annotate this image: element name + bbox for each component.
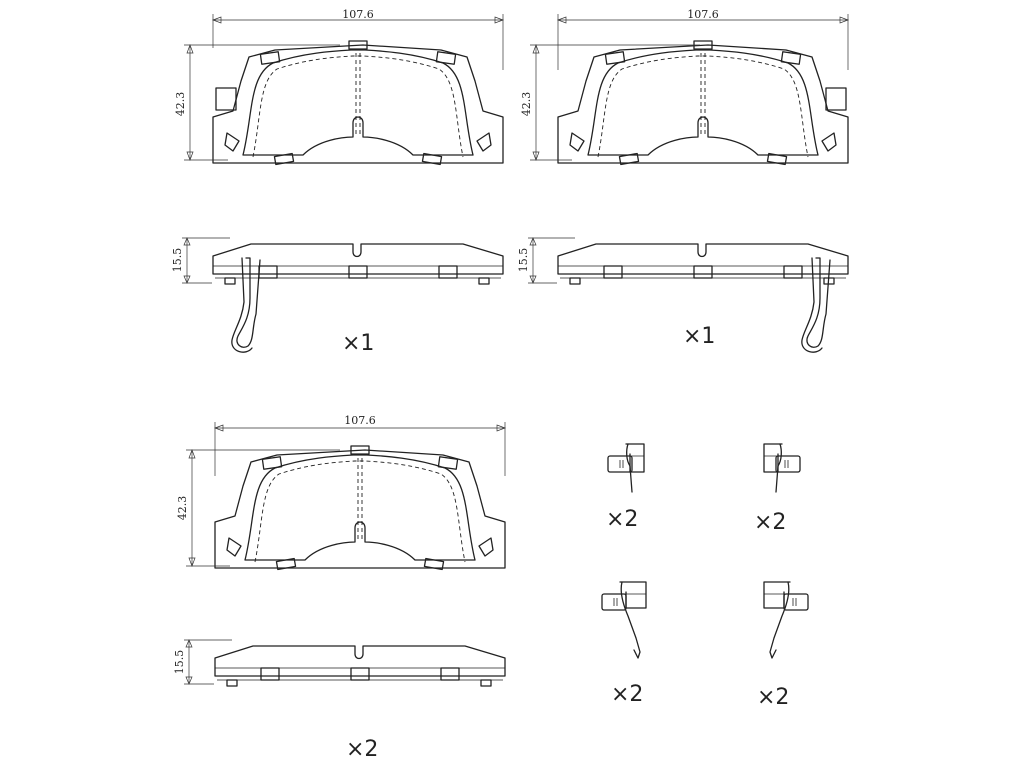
dim-height-label: 42.3 <box>176 496 189 521</box>
pad-side-view-top-left: 15.5 <box>171 237 504 353</box>
clip-c-illustration <box>601 581 647 659</box>
qty-label-pad-bottom: ×2 <box>346 737 378 762</box>
qty-label-clip-d: ×2 <box>757 685 789 710</box>
dim-height-label: 42.3 <box>174 92 187 117</box>
wear-indicator-wire <box>231 257 261 353</box>
dim-thickness-label: 15.5 <box>171 248 184 273</box>
dim-width-label: 107.6 <box>342 8 374 21</box>
dim-height-label: 42.3 <box>520 92 533 117</box>
pad-side-view-bottom: 15.5 <box>173 639 506 687</box>
qty-label-clip-b: ×2 <box>754 510 786 535</box>
dim-width-label: 107.6 <box>344 414 376 427</box>
pad-front-view-bottom: 107.6 42.3 <box>176 414 506 571</box>
clip-b-illustration <box>763 443 801 493</box>
pad-side-view-top-right: 15.5 <box>517 237 849 353</box>
dim-thickness-label: 15.5 <box>517 248 530 273</box>
qty-label-clip-c: ×2 <box>611 682 643 707</box>
qty-label-pad-top-right: ×1 <box>683 324 715 349</box>
wear-sensor-tab <box>825 87 847 111</box>
dim-width-label: 107.6 <box>687 8 719 21</box>
qty-label-clip-a: ×2 <box>606 507 638 532</box>
dim-thickness-label: 15.5 <box>173 650 186 675</box>
clip-d-illustration <box>763 581 809 659</box>
pad-front-view-top-left: 107.6 42.3 <box>174 8 504 166</box>
clip-a-illustration <box>607 443 645 493</box>
wear-sensor-tab <box>215 87 237 111</box>
wear-indicator-wire <box>801 257 831 353</box>
qty-label-pad-top-left: ×1 <box>342 331 374 356</box>
pad-front-view-top-right: 107.6 42.3 <box>520 8 849 166</box>
